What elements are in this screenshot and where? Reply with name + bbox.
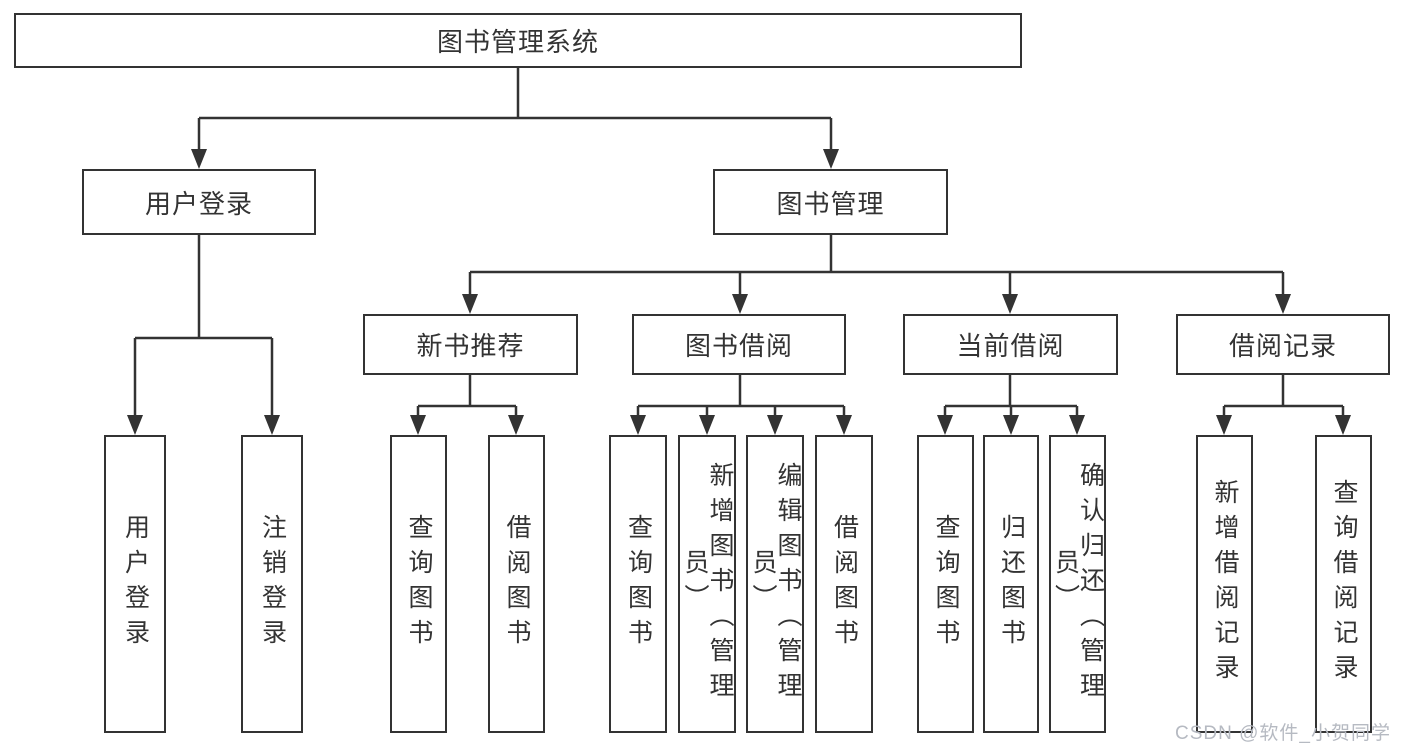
arrow-down-icon — [508, 415, 524, 435]
csdn-watermark: CSDN @软件_小贺同学 — [1175, 723, 1391, 744]
leaf-logout: 注销登录 — [241, 435, 303, 733]
node-root-system: 图书管理系统 — [14, 13, 1022, 68]
leaf-borrow-book: 借阅图书 — [815, 435, 873, 733]
node-new-book-recommend: 新书推荐 — [363, 314, 578, 375]
node-user-login: 用户登录 — [82, 169, 316, 235]
arrow-down-icon — [1003, 415, 1019, 435]
node-current-borrow: 当前借阅 — [903, 314, 1118, 375]
leaf-add-book-admin: 新增图书（管理员） — [678, 435, 736, 733]
arrow-down-icon — [937, 415, 953, 435]
arrow-down-icon — [1275, 294, 1291, 314]
leaf-return-book: 归还图书 — [983, 435, 1039, 733]
arrow-down-icon — [410, 415, 426, 435]
arrow-down-icon — [630, 415, 646, 435]
arrow-down-icon — [1069, 415, 1085, 435]
arrow-down-icon — [264, 415, 280, 435]
arrow-down-icon — [127, 415, 143, 435]
arrow-down-icon — [1002, 294, 1018, 314]
arrow-down-icon — [699, 415, 715, 435]
node-book-borrow: 图书借阅 — [632, 314, 846, 375]
leaf-confirm-return-admin: 确认归还（管理员） — [1049, 435, 1106, 733]
arrow-down-icon — [823, 149, 839, 169]
arrow-down-icon — [732, 294, 748, 314]
leaf-borrow-book-recommend: 借阅图书 — [488, 435, 545, 733]
leaf-query-borrow-record: 查询借阅记录 — [1315, 435, 1372, 733]
arrow-down-icon — [836, 415, 852, 435]
arrow-down-icon — [1216, 415, 1232, 435]
node-borrow-record: 借阅记录 — [1176, 314, 1390, 375]
arrow-down-icon — [191, 149, 207, 169]
arrow-down-icon — [1335, 415, 1351, 435]
arrow-down-icon — [462, 294, 478, 314]
leaf-query-book-recommend: 查询图书 — [390, 435, 447, 733]
leaf-add-borrow-record: 新增借阅记录 — [1196, 435, 1253, 733]
leaf-query-book-borrow: 查询图书 — [609, 435, 667, 733]
node-book-management: 图书管理 — [713, 169, 948, 235]
leaf-query-book-current: 查询图书 — [917, 435, 974, 733]
leaf-edit-book-admin: 编辑图书（管理员） — [746, 435, 804, 733]
leaf-user-login: 用户登录 — [104, 435, 166, 733]
arrow-down-icon — [767, 415, 783, 435]
